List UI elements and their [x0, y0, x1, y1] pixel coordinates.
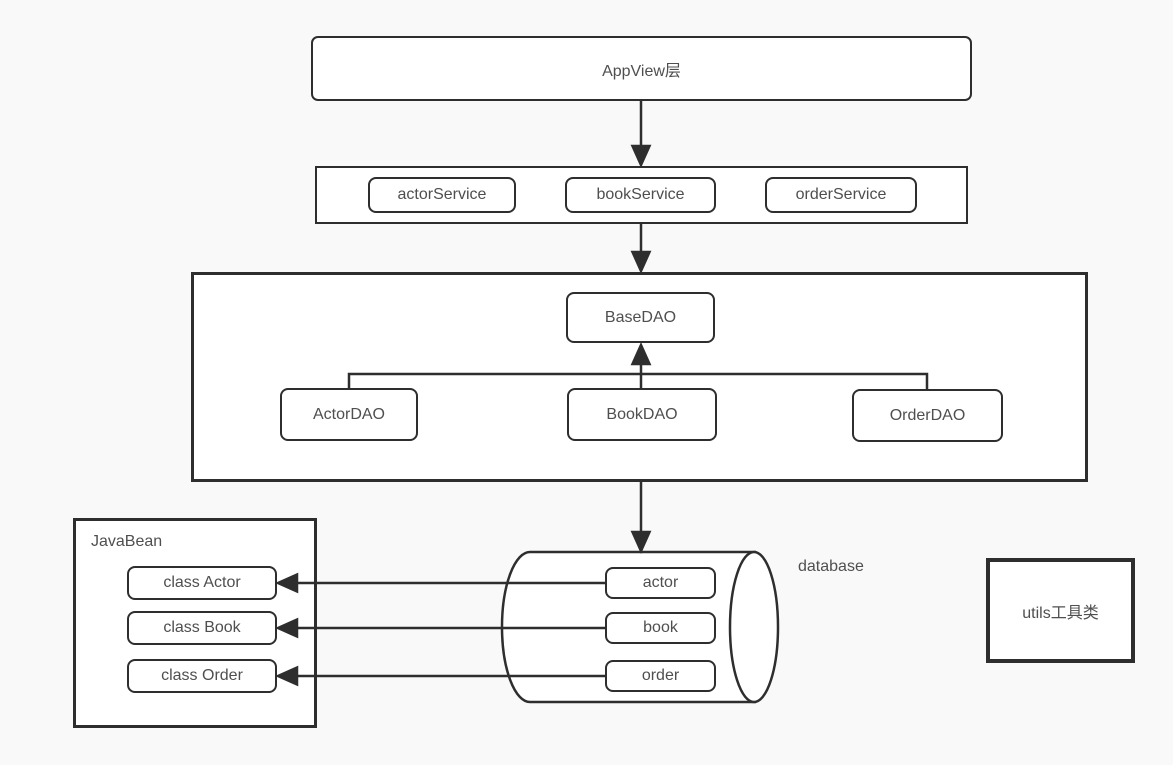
node-actorservice-label: actorService	[397, 186, 487, 203]
node-actorservice: actorService	[368, 177, 516, 213]
node-orderservice-label: orderService	[795, 186, 887, 203]
node-orderservice: orderService	[765, 177, 917, 213]
node-utils: utils工具类	[986, 558, 1135, 663]
node-utils-label: utils工具类	[1022, 604, 1099, 622]
database-cylinder-cap	[728, 550, 780, 704]
node-bookdao-label: BookDAO	[606, 405, 678, 423]
node-table-actor-label: actor	[642, 574, 679, 591]
node-table-book-label: book	[643, 619, 678, 636]
node-appview: AppView层	[311, 36, 972, 101]
node-class-book: class Book	[127, 611, 277, 645]
node-table-book: book	[605, 612, 716, 644]
node-class-actor: class Actor	[127, 566, 277, 600]
node-table-actor: actor	[605, 567, 716, 599]
node-basedao: BaseDAO	[566, 292, 715, 343]
node-bookservice-label: bookService	[596, 186, 685, 203]
node-actordao-label: ActorDAO	[312, 405, 385, 423]
arrow-services-to-dao-head	[630, 250, 652, 275]
node-class-order: class Order	[127, 659, 277, 693]
node-bookservice: bookService	[565, 177, 716, 213]
node-class-book-label: class Book	[163, 619, 241, 636]
node-orderdao-label: OrderDAO	[889, 406, 966, 424]
node-bookdao: BookDAO	[567, 388, 717, 441]
node-basedao-label: BaseDAO	[604, 308, 677, 326]
node-orderdao: OrderDAO	[852, 389, 1003, 442]
node-table-order-label: order	[641, 667, 680, 684]
node-class-order-label: class Order	[161, 667, 243, 684]
node-appview-label: AppView层	[602, 62, 681, 80]
database-caption: database	[798, 558, 864, 575]
javabean-title: JavaBean	[91, 533, 163, 550]
arrow-dao-to-database-head	[630, 530, 652, 555]
node-class-actor-label: class Actor	[163, 574, 241, 591]
node-actordao: ActorDAO	[280, 388, 418, 441]
arrow-appview-to-services-head	[630, 144, 652, 169]
node-table-order: order	[605, 660, 716, 692]
